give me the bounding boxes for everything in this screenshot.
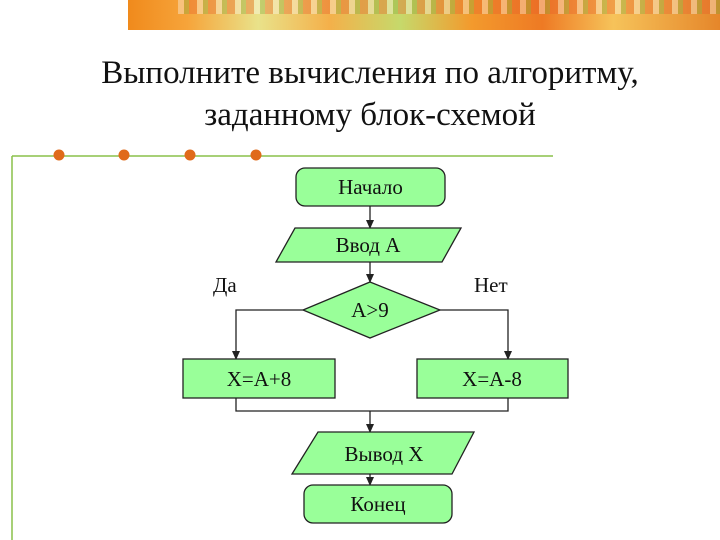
connector-no-branch [440, 310, 508, 359]
decor-dot-4 [251, 150, 262, 161]
no-action-label: Х=А-8 [462, 367, 522, 391]
start-node-label: Начало [338, 175, 403, 199]
decor-dot-3 [185, 150, 196, 161]
input-node-label: Ввод А [336, 233, 402, 257]
connector-merge [236, 398, 508, 411]
decor-dot-1 [54, 150, 65, 161]
end-node-label: Конец [350, 492, 405, 516]
yes-branch-label: Да [213, 273, 237, 297]
decor-dot-2 [119, 150, 130, 161]
no-branch-label: Нет [474, 273, 508, 297]
yes-action-label: Х=А+8 [227, 367, 292, 391]
output-node-label: Вывод Х [345, 442, 424, 466]
condition-node-label: А>9 [351, 298, 389, 322]
connector-yes-branch [236, 310, 303, 359]
